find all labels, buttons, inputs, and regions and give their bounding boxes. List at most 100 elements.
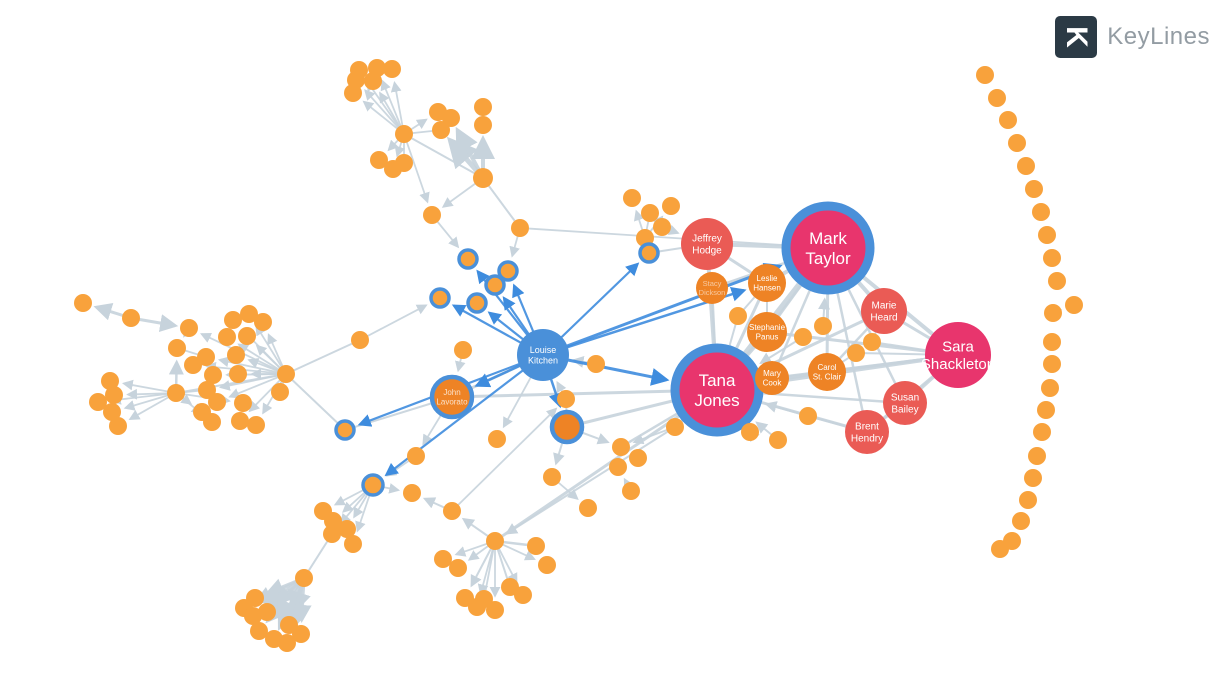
graph-node[interactable] <box>609 458 627 476</box>
graph-node[interactable] <box>1024 469 1042 487</box>
graph-node[interactable] <box>1032 203 1050 221</box>
graph-node[interactable] <box>198 381 216 399</box>
node-ringed-node[interactable] <box>549 409 585 445</box>
graph-node[interactable] <box>334 419 356 441</box>
graph-node[interactable] <box>247 416 265 434</box>
graph-node[interactable] <box>1012 512 1030 530</box>
graph-node[interactable] <box>407 447 425 465</box>
graph-node[interactable] <box>666 418 684 436</box>
graph-node[interactable] <box>295 569 313 587</box>
graph-node[interactable] <box>814 317 832 335</box>
graph-node[interactable] <box>361 473 385 497</box>
graph-node[interactable] <box>729 307 747 325</box>
graph-node[interactable] <box>229 365 247 383</box>
graph-node[interactable] <box>344 84 362 102</box>
graph-node[interactable] <box>629 449 647 467</box>
graph-node[interactable] <box>351 331 369 349</box>
graph-node[interactable] <box>204 366 222 384</box>
graph-node[interactable] <box>244 607 262 625</box>
graph-node[interactable] <box>543 468 561 486</box>
node-louise-kitchen[interactable] <box>517 329 569 381</box>
graph-node[interactable] <box>741 423 759 441</box>
graph-node[interactable] <box>180 319 198 337</box>
node-stacy-dickson[interactable] <box>696 272 728 304</box>
graph-node[interactable] <box>218 328 236 346</box>
graph-node[interactable] <box>976 66 994 84</box>
graph-node[interactable] <box>466 292 488 314</box>
graph-node[interactable] <box>484 274 506 296</box>
graph-node[interactable] <box>184 356 202 374</box>
node-leslie-hansen[interactable] <box>748 264 786 302</box>
graph-node[interactable] <box>473 168 493 188</box>
graph-node[interactable] <box>323 525 341 543</box>
graph-node[interactable] <box>1033 423 1051 441</box>
graph-node[interactable] <box>234 394 252 412</box>
graph-node[interactable] <box>622 482 640 500</box>
graph-node[interactable] <box>167 384 185 402</box>
graph-node[interactable] <box>434 550 452 568</box>
graph-node[interactable] <box>89 393 107 411</box>
graph-node[interactable] <box>538 556 556 574</box>
graph-node[interactable] <box>432 121 450 139</box>
node-mary-cook[interactable] <box>755 361 789 395</box>
node-john-lavorato[interactable] <box>429 374 475 420</box>
graph-node[interactable] <box>403 484 421 502</box>
graph-node[interactable] <box>1017 157 1035 175</box>
keylines-logo[interactable]: K KeyLines <box>1055 16 1210 58</box>
graph-node[interactable] <box>449 559 467 577</box>
graph-node[interactable] <box>474 98 492 116</box>
graph-node[interactable] <box>109 417 127 435</box>
graph-node[interactable] <box>988 89 1006 107</box>
graph-node[interactable] <box>662 197 680 215</box>
graph-node[interactable] <box>454 341 472 359</box>
graph-node[interactable] <box>863 333 881 351</box>
graph-node[interactable] <box>486 532 504 550</box>
graph-node[interactable] <box>1048 272 1066 290</box>
graph-node[interactable] <box>501 578 519 596</box>
graph-node[interactable] <box>1043 355 1061 373</box>
graph-node[interactable] <box>1038 226 1056 244</box>
graph-node[interactable] <box>292 625 310 643</box>
graph-node[interactable] <box>370 151 388 169</box>
graph-node[interactable] <box>1065 296 1083 314</box>
node-carol-st-clair[interactable] <box>808 353 846 391</box>
graph-node[interactable] <box>101 372 119 390</box>
graph-node[interactable] <box>443 502 461 520</box>
graph-node[interactable] <box>250 622 268 640</box>
graph-node[interactable] <box>423 206 441 224</box>
graph-node[interactable] <box>122 309 140 327</box>
graph-node[interactable] <box>769 431 787 449</box>
graph-node[interactable] <box>278 634 296 652</box>
node-brent-hendry[interactable] <box>845 410 889 454</box>
graph-node[interactable] <box>557 390 575 408</box>
graph-node[interactable] <box>641 204 659 222</box>
graph-node[interactable] <box>1025 180 1043 198</box>
graph-node[interactable] <box>395 125 413 143</box>
graph-node[interactable] <box>442 109 460 127</box>
node-jeffrey-hodge[interactable] <box>681 218 733 270</box>
graph-node[interactable] <box>1019 491 1037 509</box>
graph-node[interactable] <box>338 520 356 538</box>
node-marie-heard[interactable] <box>861 288 907 334</box>
graph-node[interactable] <box>511 219 529 237</box>
graph-node[interactable] <box>1043 249 1061 267</box>
graph-node[interactable] <box>457 248 479 270</box>
graph-node[interactable] <box>612 438 630 456</box>
graph-node[interactable] <box>527 537 545 555</box>
graph-node[interactable] <box>1028 447 1046 465</box>
graph-node[interactable] <box>1044 304 1062 322</box>
graph-node[interactable] <box>653 218 671 236</box>
graph-node[interactable] <box>197 348 215 366</box>
graph-node[interactable] <box>1041 379 1059 397</box>
graph-node[interactable] <box>344 535 362 553</box>
graph-node[interactable] <box>429 287 451 309</box>
graph-node[interactable] <box>271 383 289 401</box>
node-stephanie-panus[interactable] <box>747 312 787 352</box>
graph-node[interactable] <box>991 540 1009 558</box>
graph-node[interactable] <box>514 586 532 604</box>
graph-node[interactable] <box>258 603 276 621</box>
node-tana-jones[interactable] <box>670 343 764 437</box>
graph-node[interactable] <box>103 403 121 421</box>
graph-node[interactable] <box>799 407 817 425</box>
